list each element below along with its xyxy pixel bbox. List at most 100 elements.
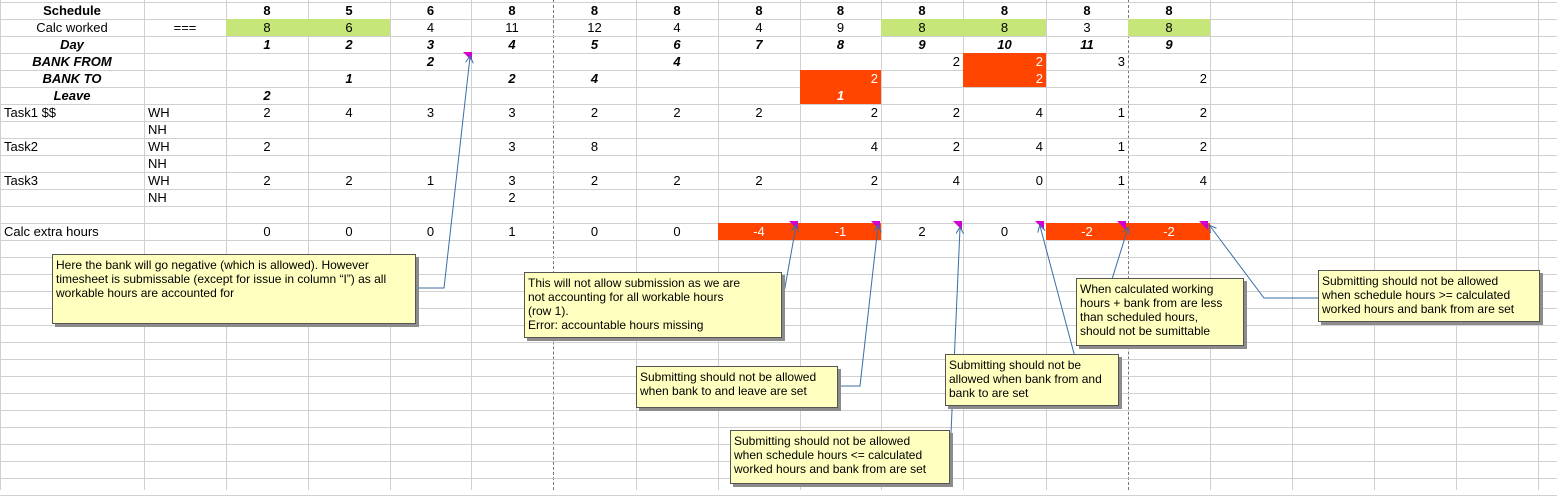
cell-schedule-4[interactable]: 8 (508, 3, 516, 18)
cell-day-6[interactable]: 6 (673, 37, 681, 52)
cell-bank-to-10[interactable]: 2 (1035, 71, 1043, 86)
row-label-bank-from[interactable]: BANK FROM (32, 54, 112, 69)
cell-task1-wh-8[interactable]: 2 (870, 105, 878, 120)
row-label-task3[interactable]: Task3 (4, 173, 38, 188)
note-bank-from-to[interactable]: Submitting should not be allowed when ba… (945, 354, 1119, 406)
row-label-calc-extra[interactable]: Calc extra hours (4, 224, 99, 239)
cell-task2-wh-5[interactable]: 8 (590, 139, 599, 154)
row-label-task2[interactable]: Task2 (4, 139, 38, 154)
cell-schedule-10[interactable]: 8 (1000, 3, 1009, 18)
cell-task1-wh-12[interactable]: 2 (1199, 105, 1207, 120)
cell-calc-extra-11[interactable]: -2 (1081, 224, 1093, 239)
cell-task2-wh-11[interactable]: 1 (1117, 139, 1125, 154)
cell-bank-to-2[interactable]: 1 (345, 71, 353, 86)
cell-bank-from-11[interactable]: 3 (1117, 54, 1125, 69)
cell-bank-to-12[interactable]: 2 (1199, 71, 1207, 86)
cell-calc-worked-11[interactable]: 3 (1083, 20, 1091, 35)
note-bank-to-leave[interactable]: Submitting should not be allowed when ba… (636, 366, 838, 408)
cell-day-12[interactable]: 9 (1165, 37, 1173, 52)
cell-schedule-7[interactable]: 8 (755, 3, 763, 18)
cell-task3-wh-3[interactable]: 1 (426, 173, 435, 188)
cell-calc-extra-1[interactable]: 0 (263, 224, 271, 239)
cell-schedule-8[interactable]: 8 (836, 3, 845, 18)
cell-day-4[interactable]: 4 (508, 37, 516, 52)
note-schedule-lte[interactable]: Submitting should not be allowed when sc… (730, 430, 950, 484)
cell-bank-to-5[interactable]: 4 (590, 71, 599, 86)
cell-task2-wh-10[interactable]: 4 (1035, 139, 1043, 154)
cell-day-9[interactable]: 9 (918, 37, 926, 52)
cell-day-11[interactable]: 11 (1080, 37, 1094, 52)
cell-task3-wh-9[interactable]: 4 (952, 173, 960, 188)
cell-calc-worked-8[interactable]: 9 (836, 20, 845, 35)
row-sub-wh[interactable]: WH (148, 139, 170, 154)
cell-task3-wh-12[interactable]: 4 (1199, 173, 1207, 188)
cell-task1-wh-4[interactable]: 3 (508, 105, 516, 120)
cell-task1-wh-11[interactable]: 1 (1117, 105, 1125, 120)
cell-schedule-5[interactable]: 8 (590, 3, 599, 18)
cell-calc-worked-3[interactable]: 4 (426, 20, 435, 35)
cell-schedule-11[interactable]: 8 (1083, 3, 1091, 18)
cell-task1-wh-1[interactable]: 2 (263, 105, 271, 120)
cell-calc-worked-5[interactable]: 12 (587, 20, 602, 35)
cell-calc-extra-8[interactable]: -1 (834, 224, 847, 239)
cell-bank-to-8[interactable]: 2 (870, 71, 878, 86)
row-label-leave[interactable]: Leave (53, 88, 91, 103)
cell-calc-extra-6[interactable]: 0 (673, 224, 681, 239)
row-label-task1[interactable]: Task1 $$ (4, 105, 57, 120)
cell-leave-8[interactable]: 1 (836, 88, 845, 103)
cell-task3-wh-11[interactable]: 1 (1117, 173, 1125, 188)
cell-leave-1[interactable]: 2 (263, 88, 271, 103)
cell-task2-wh-1[interactable]: 2 (263, 139, 271, 154)
row-label-bank-to[interactable]: BANK TO (42, 71, 102, 86)
cell-day-3[interactable]: 3 (426, 37, 435, 52)
cell-schedule-3[interactable]: 6 (426, 3, 435, 18)
cell-task2-wh-8[interactable]: 4 (870, 139, 878, 154)
cell-schedule-12[interactable]: 8 (1165, 3, 1173, 18)
cell-task3-wh-2[interactable]: 2 (345, 173, 353, 188)
cell-bank-from-6[interactable]: 4 (673, 54, 681, 69)
cell-task2-wh-4[interactable]: 3 (508, 139, 516, 154)
cell-calc-extra-10[interactable]: 0 (1000, 224, 1009, 239)
cell-task1-wh-6[interactable]: 2 (673, 105, 681, 120)
cell-calc-extra-2[interactable]: 0 (345, 224, 353, 239)
cell-day-2[interactable]: 2 (345, 37, 353, 52)
row-label-day[interactable]: Day (60, 37, 84, 52)
calc-worked-marker[interactable]: === (173, 20, 197, 35)
cell-task3-wh-5[interactable]: 2 (590, 173, 599, 188)
cell-task3-wh-1[interactable]: 2 (263, 173, 271, 188)
cell-calc-worked-6[interactable]: 4 (673, 20, 681, 35)
row-sub-nh[interactable]: NH (148, 122, 167, 137)
cell-schedule-1[interactable]: 8 (263, 3, 271, 18)
row-label-schedule[interactable]: Schedule (43, 3, 101, 18)
cell-task1-wh-3[interactable]: 3 (426, 105, 435, 120)
cell-calc-extra-12[interactable]: -2 (1163, 224, 1175, 239)
row-sub-nh[interactable]: NH (148, 156, 167, 171)
row-label-calc-worked[interactable]: Calc worked (36, 20, 108, 35)
row-sub-wh[interactable]: WH (148, 173, 170, 188)
cell-task3-wh-8[interactable]: 2 (870, 173, 878, 188)
cell-schedule-9[interactable]: 8 (918, 3, 926, 18)
cell-calc-extra-4[interactable]: 1 (508, 224, 516, 239)
cell-calc-worked-1[interactable]: 8 (263, 20, 271, 35)
cell-task1-wh-9[interactable]: 2 (952, 105, 960, 120)
cell-schedule-2[interactable]: 5 (345, 3, 353, 18)
cell-calc-worked-2[interactable]: 6 (345, 20, 353, 35)
cell-task1-wh-2[interactable]: 4 (345, 105, 353, 120)
comment-indicator-icon[interactable] (1199, 221, 1208, 230)
cell-bank-from-3[interactable]: 2 (426, 54, 435, 69)
cell-calc-extra-7[interactable]: -4 (753, 224, 765, 239)
cell-calc-worked-4[interactable]: 11 (505, 20, 519, 35)
cell-calc-worked-12[interactable]: 8 (1165, 20, 1173, 35)
cell-day-5[interactable]: 5 (590, 37, 599, 52)
cell-day-8[interactable]: 8 (836, 37, 845, 52)
cell-task1-wh-10[interactable]: 4 (1035, 105, 1043, 120)
cell-task3-wh-4[interactable]: 3 (508, 173, 516, 188)
row-sub-wh[interactable]: WH (148, 105, 170, 120)
cell-calc-worked-10[interactable]: 8 (1000, 20, 1009, 35)
note-bank-negative[interactable]: Here the bank will go negative (which is… (52, 254, 416, 324)
cell-task1-wh-7[interactable]: 2 (755, 105, 763, 120)
cell-calc-extra-9[interactable]: 2 (918, 224, 926, 239)
cell-task3-wh-7[interactable]: 2 (755, 173, 763, 188)
cell-day-10[interactable]: 10 (997, 37, 1012, 52)
cell-bank-from-9[interactable]: 2 (952, 54, 960, 69)
